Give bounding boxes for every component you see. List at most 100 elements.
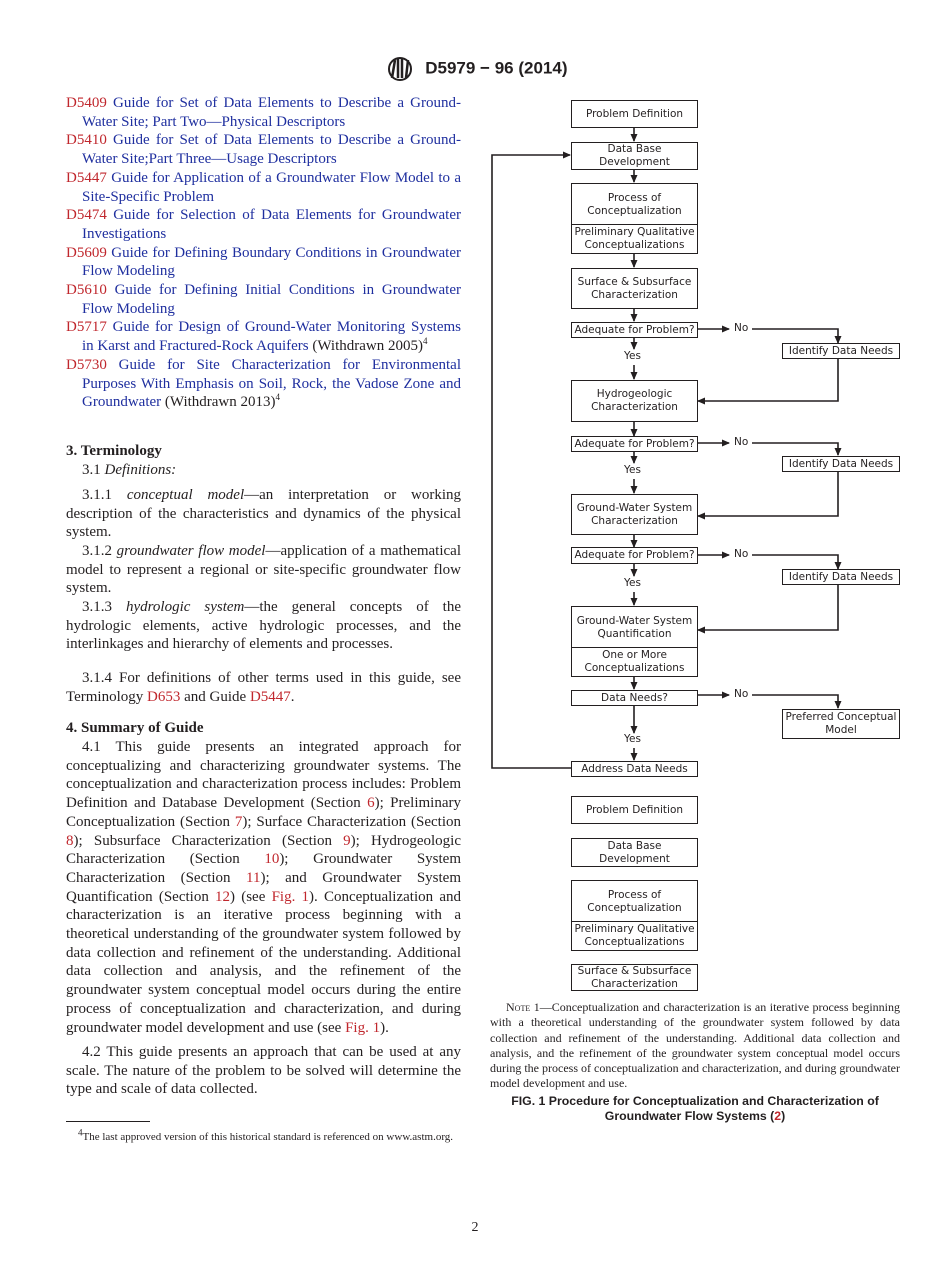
reference-title-link[interactable]: Guide for Selection of Data Elements for… — [82, 207, 461, 242]
reference-title-link[interactable]: Guide for Set of Data Elements to Descri… — [82, 95, 462, 130]
reference-item: D5609 Guide for Defining Boundary Condit… — [66, 244, 461, 281]
flow-label-yes-3: Yes — [624, 577, 641, 589]
cross-reference-link[interactable]: 6 — [367, 795, 375, 812]
reference-title-link[interactable]: Guide for Defining Initial Conditions in… — [82, 282, 461, 317]
caption-reference-link[interactable]: 2 — [774, 1109, 782, 1123]
cross-reference-link[interactable]: Fig. 1 — [345, 1019, 381, 1036]
flow-label-no-4: No — [734, 688, 749, 700]
paragraph-4-2: 4.2 This guide presents an approach that… — [66, 1043, 461, 1099]
flow-box-identify-data-needs-3: Identify Data Needs — [782, 569, 900, 585]
flow-box-surface-subsurface-repeat: Surface & Subsurface Characterization — [571, 964, 698, 991]
reference-item: D5447 Guide for Application of a Groundw… — [66, 169, 461, 206]
reference-item: D5410 Guide for Set of Data Elements to … — [66, 131, 461, 168]
reference-title-link[interactable]: Guide for Site Characterization for Envi… — [82, 356, 462, 411]
figure-caption: FIG. 1 Procedure for Conceptualization a… — [480, 1094, 910, 1124]
defined-term: hydrologic system — [125, 599, 245, 615]
flow-box-identify-data-needs-1: Identify Data Needs — [782, 343, 900, 359]
flow-box-process-of-conceptualization: Process of Conceptualization — [571, 183, 698, 226]
defined-term: Definitions: — [104, 462, 177, 478]
cross-reference-link[interactable]: Fig. 1 — [271, 888, 310, 905]
text-run: ). — [380, 1019, 389, 1036]
reference-item: D5717 Guide for Design of Ground-Water M… — [66, 318, 461, 355]
flow-label-yes-2: Yes — [624, 464, 641, 476]
flow-decision-adequate-1: Adequate for Problem? — [571, 322, 698, 338]
text-run: —the general concepts of the hydrologic … — [66, 599, 461, 653]
cross-reference-link[interactable]: 7 — [234, 813, 243, 830]
reference-code-link[interactable]: D5717 — [66, 319, 107, 336]
flow-box-preferred-model: Preferred Conceptual Model — [782, 709, 900, 739]
reference-item: D5409 Guide for Set of Data Elements to … — [66, 94, 461, 131]
note-label: Note 1 — [506, 1000, 540, 1014]
page-header: D5979 − 96 (2014) — [0, 56, 950, 82]
reference-footnote-mark: 4 — [422, 336, 428, 347]
reference-code-link[interactable]: D5609 — [66, 244, 107, 261]
text-run: ); and Groundwater System Quantification… — [66, 869, 461, 905]
flow-label-no-3: No — [734, 548, 749, 560]
reference-code-link[interactable]: D5447 — [66, 169, 107, 186]
defined-term: conceptual model — [126, 487, 245, 503]
reference-code-link[interactable]: D5730 — [66, 356, 107, 373]
flow-decision-adequate-2: Adequate for Problem? — [571, 436, 698, 452]
flow-box-address-data-needs: Address Data Needs — [571, 761, 698, 777]
paragraph-3-1-1: 3.1.1 conceptual model—an interpretation… — [66, 486, 461, 542]
cross-reference-link[interactable]: 12 — [215, 888, 231, 905]
paragraph-3-1-4: 3.1.4 For definitions of other terms use… — [66, 669, 461, 706]
text-run: ); Groundwater System Characterization (… — [66, 851, 461, 886]
section-heading-terminology: 3. Terminology — [66, 443, 162, 459]
reference-title-link[interactable]: Guide for Set of Data Elements to Descri… — [82, 132, 462, 168]
flow-box-one-or-more: One or More Conceptualizations — [571, 647, 698, 677]
flow-box-problem-definition: Problem Definition — [571, 100, 698, 128]
flow-label-yes-1: Yes — [624, 350, 641, 362]
caption-close: ) — [781, 1109, 786, 1123]
flow-label-no-1: No — [734, 322, 749, 334]
reference-item: D5474 Guide for Selection of Data Elemen… — [66, 206, 461, 243]
cross-reference-link[interactable]: 8 — [66, 832, 74, 849]
reference-title-link[interactable]: Guide for Application of a Groundwater F… — [82, 169, 461, 205]
reference-code-link[interactable]: D5410 — [66, 132, 107, 149]
text-run: 3.1 — [82, 462, 105, 478]
reference-footnote-mark: 4 — [275, 392, 281, 403]
paragraph-3-1-2: 3.1.2 groundwater flow model—application… — [66, 542, 461, 598]
section-heading-summary: 4. Summary of Guide — [66, 720, 204, 736]
reference-code-link[interactable]: D5474 — [66, 207, 107, 224]
reference-code-link[interactable]: D5409 — [66, 95, 107, 111]
cross-reference-link[interactable]: 9 — [343, 832, 351, 849]
caption-text: FIG. 1 Procedure for Conceptualization a… — [511, 1094, 879, 1123]
cross-reference-link[interactable]: D653 — [147, 688, 181, 705]
reference-title-link[interactable]: Guide for Defining Boundary Conditions i… — [82, 244, 462, 280]
flow-box-preliminary-qualitative: Preliminary Qualitative Conceptualizatio… — [571, 224, 698, 254]
footnote: 4The last approved version of this histo… — [66, 1127, 461, 1144]
flow-box-surface-subsurface: Surface & Subsurface Characterization — [571, 268, 698, 309]
astm-logo-icon — [387, 57, 412, 81]
footnote-mark: 4 — [78, 1127, 83, 1138]
text-run: and Guide — [180, 688, 250, 705]
flow-box-hydrogeologic: Hydrogeologic Characterization — [571, 380, 698, 422]
figure-note: Note 1—Conceptualization and characteriz… — [490, 1000, 900, 1092]
text-run: —application of a mathematical model to … — [66, 543, 462, 597]
reference-code-link[interactable]: D5610 — [66, 282, 107, 299]
cross-reference-link[interactable]: D5447 — [249, 688, 291, 705]
reference-title-link[interactable]: Guide for Design of Ground-Water Monitor… — [82, 319, 461, 355]
standard-designation: D5979 − 96 (2014) — [425, 58, 568, 78]
text-run: 4.1 This guide presents an integrated ap… — [66, 739, 461, 812]
flow-box-gw-quantification: Ground-Water System Quantification — [571, 606, 698, 649]
text-run: 3.1.4 For definitions of other terms use… — [66, 670, 461, 705]
flow-box-identify-data-needs-2: Identify Data Needs — [782, 456, 900, 472]
text-run: ); Subsurface Characterization (Section — [73, 832, 344, 849]
flow-box-gw-characterization: Ground-Water System Characterization — [571, 494, 698, 535]
flow-box-problem-definition-repeat: Problem Definition — [571, 796, 698, 824]
paragraph-4-1: 4.1 This guide presents an integrated ap… — [66, 738, 461, 1037]
reference-status: (Withdrawn 2005) — [308, 338, 423, 355]
page-number: 2 — [471, 1220, 479, 1235]
text-run: 3.1.3 — [82, 599, 126, 615]
flow-decision-data-needs: Data Needs? — [571, 690, 698, 706]
text-run: —an interpretation or working descriptio… — [66, 487, 462, 541]
cross-reference-link[interactable]: 11 — [246, 869, 261, 886]
text-run: 4.2 This guide presents an approach that… — [66, 1044, 461, 1098]
cross-reference-link[interactable]: 10 — [264, 851, 280, 868]
flow-box-data-base-development-repeat: Data Base Development — [571, 838, 698, 867]
referenced-documents-list: D5409 Guide for Set of Data Elements to … — [66, 94, 461, 412]
text-run: 3.1.2 — [82, 543, 117, 559]
text-run: ) (see — [230, 888, 272, 905]
flow-label-no-2: No — [734, 436, 749, 448]
